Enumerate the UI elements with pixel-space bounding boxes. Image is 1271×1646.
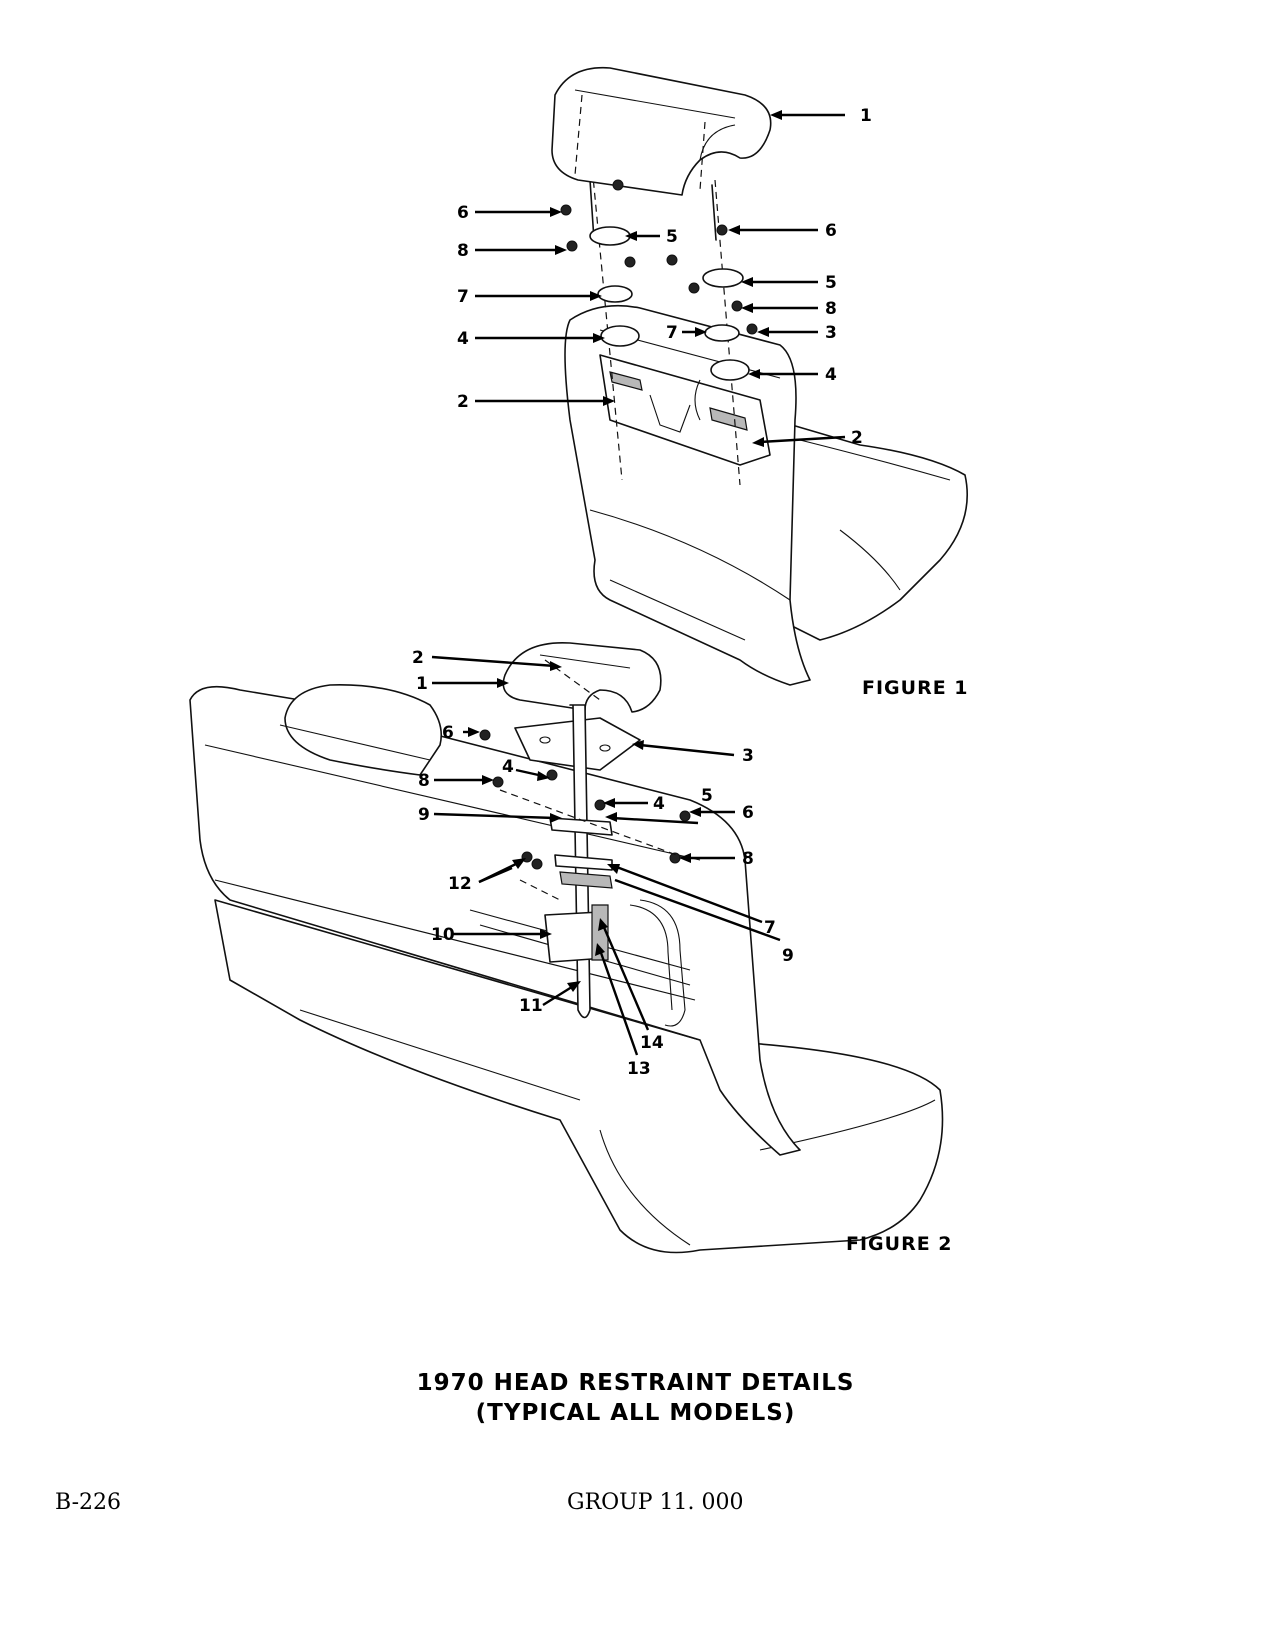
fig1-callout-7-right: 7 bbox=[666, 323, 678, 343]
fig1-callout-2-left: 2 bbox=[457, 392, 469, 412]
fig1-callout-1: 1 bbox=[860, 106, 872, 126]
figure-2-callouts: 2 1 6 4 8 9 12 10 11 3 4 5 6 8 7 9 14 13 bbox=[412, 648, 794, 1079]
fig2-callout-9-right: 9 bbox=[782, 946, 794, 966]
fig1-callout-3: 3 bbox=[825, 323, 837, 343]
fig1-callout-4-right: 4 bbox=[825, 365, 837, 385]
fig2-callout-12: 12 bbox=[448, 874, 472, 894]
fig1-bushing-left-7 bbox=[597, 285, 633, 303]
fig2-retainer-7 bbox=[554, 854, 613, 871]
figure-2-drawing bbox=[189, 641, 944, 1254]
fig2-callout-2: 2 bbox=[412, 648, 424, 668]
figure-1-callout-arrows bbox=[475, 110, 846, 447]
fig1-guide-right-5 bbox=[702, 268, 744, 288]
fig2-callout-4-right: 4 bbox=[653, 794, 665, 814]
fig1-callout-6-left: 6 bbox=[457, 203, 469, 223]
fig1-escutcheon-right-4 bbox=[710, 359, 750, 381]
fig2-callout-10: 10 bbox=[431, 925, 455, 945]
fig1-callout-7-left: 7 bbox=[457, 287, 469, 307]
fig1-bushing-right-7 bbox=[704, 324, 740, 342]
fig1-callout-6-right: 6 bbox=[825, 221, 837, 241]
figure-2-label: FIGURE 2 bbox=[846, 1233, 953, 1255]
fig2-callout-11: 11 bbox=[519, 996, 543, 1016]
fig2-callout-4-left: 4 bbox=[502, 757, 514, 777]
fig1-callout-2-right: 2 bbox=[851, 428, 863, 448]
fig1-mounting-plate bbox=[599, 354, 771, 466]
fig2-callout-5: 5 bbox=[701, 786, 713, 806]
fig2-callout-8-left: 8 bbox=[418, 771, 430, 791]
fig2-callout-7: 7 bbox=[764, 918, 776, 938]
page-number: B-226 bbox=[55, 1490, 121, 1515]
group-number: GROUP 11. 000 bbox=[567, 1490, 744, 1515]
fig1-seat-cushion bbox=[769, 419, 968, 641]
fig2-head-restraint-pad bbox=[502, 641, 662, 713]
fig1-escutcheon-left-4 bbox=[600, 325, 640, 347]
fig2-callout-8-right: 8 bbox=[742, 849, 754, 869]
fig1-callout-8-right: 8 bbox=[825, 299, 837, 319]
fig1-callout-5-right: 5 bbox=[825, 273, 837, 293]
fig1-callout-5-left: 5 bbox=[666, 227, 678, 247]
fig1-callout-4-left: 4 bbox=[457, 329, 469, 349]
fig1-callout-8-left: 8 bbox=[457, 241, 469, 261]
figure-1-drawing bbox=[551, 66, 968, 686]
fig2-callout-13: 13 bbox=[627, 1059, 651, 1079]
diagram-caption-title: 1970 HEAD RESTRAINT DETAILS bbox=[416, 1370, 855, 1396]
diagram-caption-subtitle: (TYPICAL ALL MODELS) bbox=[475, 1400, 796, 1426]
fig2-callout-6-right: 6 bbox=[742, 803, 754, 823]
fig2-bracket-9 bbox=[549, 817, 613, 836]
fig2-callout-9-left: 9 bbox=[418, 805, 430, 825]
fig2-callout-14: 14 bbox=[640, 1033, 664, 1053]
fig2-callout-3: 3 bbox=[742, 746, 754, 766]
fig2-callout-1: 1 bbox=[416, 674, 428, 694]
figure-1-label: FIGURE 1 bbox=[862, 677, 969, 699]
fig1-guide-left-5 bbox=[589, 226, 631, 246]
fig2-callout-6-left: 6 bbox=[442, 723, 454, 743]
fig2-seat-cushion bbox=[214, 899, 944, 1254]
figure-2-callout-arrows bbox=[431, 655, 781, 1056]
figure-1-callouts: 1 6 8 7 4 2 5 6 5 8 7 3 4 2 bbox=[457, 106, 872, 448]
fig1-head-restraint-pad bbox=[551, 66, 772, 196]
fig2-rear-bolster bbox=[284, 684, 443, 776]
